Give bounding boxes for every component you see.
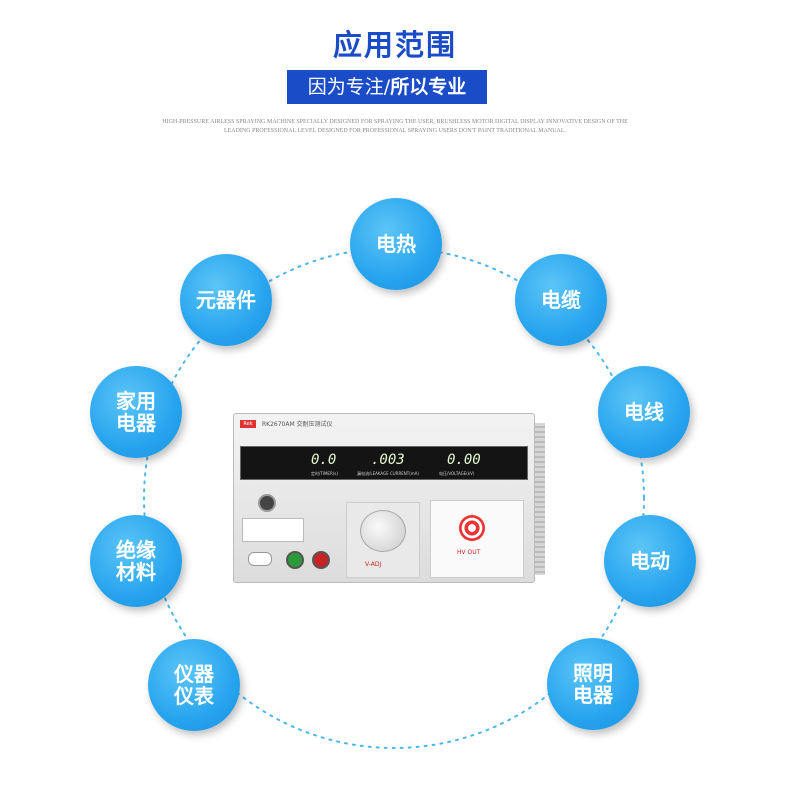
category-bubble-electric-motor[interactable]: 电动: [604, 515, 696, 607]
category-label: 电动: [630, 549, 670, 573]
subtitle-part1: 因为专注/: [307, 76, 391, 98]
category-bubble-cable[interactable]: 电缆: [515, 254, 607, 346]
subtitle-banner: 因为专注/所以专业: [287, 70, 487, 104]
category-bubble-electric-heat[interactable]: 电热: [350, 198, 442, 290]
voltage-knob: [360, 510, 406, 552]
category-label: 仪器仪表: [174, 662, 214, 708]
category-bubble-components[interactable]: 元器件: [180, 254, 272, 346]
voltage-readout: 0.00: [447, 452, 481, 468]
category-bubble-instruments[interactable]: 仪器仪表: [148, 639, 240, 731]
category-label: 电线: [624, 400, 664, 424]
subtitle-part2: 所以专业: [390, 76, 467, 98]
category-label: 绝缘材料: [116, 538, 156, 584]
device-front-panel: Rek RK2670AM 交耐压测试仪 0.0 .003 0.00 定时/TIM…: [233, 413, 535, 583]
category-bubble-wire[interactable]: 电线: [598, 366, 690, 458]
category-bubble-lighting[interactable]: 照明电器: [547, 638, 639, 730]
current-readout: .003: [371, 452, 405, 468]
stop-button: [312, 551, 330, 569]
category-label: 元器件: [196, 288, 256, 312]
hv-out-label: HV OUT: [457, 549, 481, 556]
device-model: RK2670AM 交耐压测试仪: [262, 421, 333, 428]
power-switch: [248, 552, 272, 566]
category-label: 家用电器: [116, 389, 156, 435]
current-label: 漏电流/LEAKAGE CURRENT(mA): [357, 471, 419, 476]
voltage-label: 电压/VOLTAGE(kV): [439, 471, 475, 476]
hv-output-terminal: [459, 515, 485, 541]
device-info-label: [242, 518, 304, 542]
category-bubble-home-appliance[interactable]: 家用电器: [90, 366, 182, 458]
brand-logo: Rek: [240, 420, 256, 428]
timer-label: 定时/TIMER(s): [311, 471, 338, 476]
page-title: 应用范围: [332, 28, 457, 62]
category-label: 电热: [376, 232, 416, 256]
timer-readout: 0.0: [311, 452, 337, 468]
fuse-holder: [258, 494, 276, 512]
v-adj-label: V-ADJ: [365, 561, 382, 568]
category-label: 照明电器: [573, 661, 613, 707]
tester-device-image: Rek RK2670AM 交耐压测试仪 0.0 .003 0.00 定时/TIM…: [233, 413, 545, 583]
device-display: 0.0 .003 0.00 定时/TIMER(s) 漏电流/LEAKAGE CU…: [240, 446, 528, 480]
category-label: 电缆: [541, 288, 581, 312]
description-text: High-pressure airless spraying machine s…: [162, 119, 628, 134]
start-button: [286, 551, 304, 569]
hv-output-panel: HV OUT: [430, 500, 524, 578]
category-bubble-insulation[interactable]: 绝缘材料: [90, 515, 182, 607]
